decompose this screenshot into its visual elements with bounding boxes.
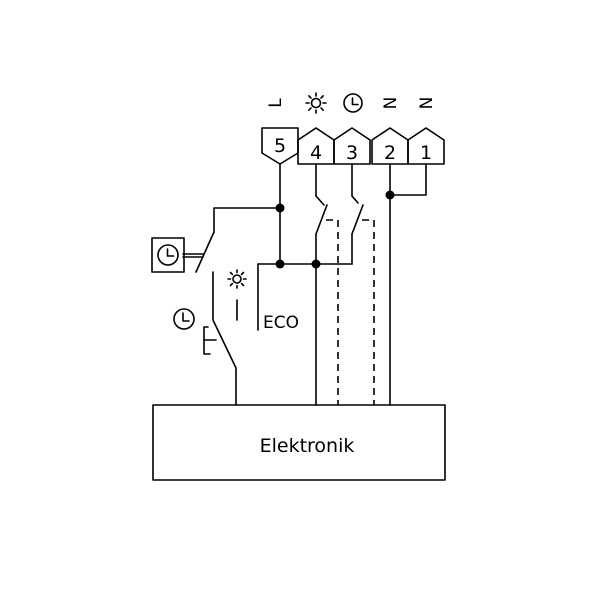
wiring — [182, 163, 427, 406]
junction-dot — [385, 190, 395, 200]
elektronik-label: Elektronik — [260, 435, 355, 457]
junction-dot — [275, 259, 285, 269]
elektronik-block — [152, 404, 446, 481]
terminal-3-number: 3 — [346, 142, 358, 164]
junction-dot — [275, 203, 285, 213]
timer-module-icon — [151, 237, 185, 273]
terminal-symbols: L N N — [266, 92, 437, 114]
terminal-3-shape — [333, 127, 371, 165]
terminal-1-symbol: N — [417, 97, 437, 110]
terminal-block: 5 4 3 2 1 — [261, 127, 445, 165]
clock-icon — [343, 93, 363, 113]
terminal-5-number: 5 — [274, 135, 286, 157]
terminal-1-shape — [407, 127, 445, 165]
terminal-4-number: 4 — [310, 142, 322, 164]
terminal-1-number: 1 — [420, 142, 432, 164]
terminal-2-number: 2 — [384, 142, 396, 164]
terminal-2-symbol: N — [381, 97, 401, 110]
sun-icon — [305, 92, 327, 114]
terminal-5-symbol: L — [266, 98, 286, 108]
junction-dot — [311, 259, 321, 269]
sun-icon — [227, 269, 247, 289]
terminal-5-shape — [261, 127, 299, 165]
eco-label: ECO — [263, 313, 299, 333]
clock-icon — [173, 308, 195, 330]
